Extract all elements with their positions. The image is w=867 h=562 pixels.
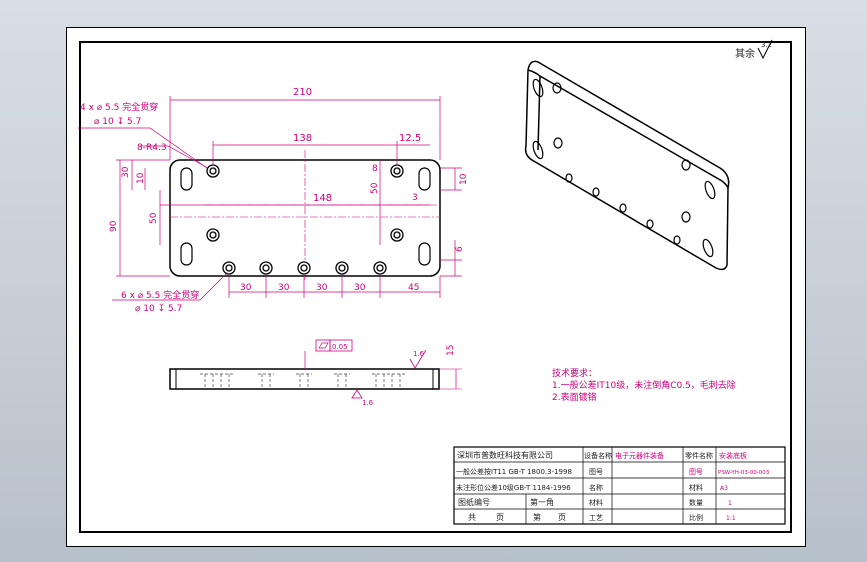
dim-right-3: 3 bbox=[412, 193, 418, 203]
dim-right-6: 6 bbox=[455, 246, 465, 252]
counterbore-holes bbox=[206, 164, 404, 275]
surface-finish-value: 3.2 bbox=[761, 41, 772, 49]
top-view: 210 138 12.5 8-R4.3 148 30 10 50 90 8 50… bbox=[78, 87, 469, 314]
dim-pitch-3: 30 bbox=[316, 283, 328, 293]
tech-requirements: 技术要求： 1.一般公差IT10级，未注倒角C0.5，毛刺去除 2.表面镀铬 bbox=[552, 367, 736, 403]
surface-finish-symbol: 其余 3.2 bbox=[735, 39, 773, 60]
slot-right-top bbox=[418, 167, 431, 191]
front-view: 0.05 15 1.6 1.6 bbox=[169, 339, 462, 407]
tb-std1: 一般公差按IT11 GB-T 1800.3-1998 bbox=[456, 467, 572, 476]
dim-height-30: 30 bbox=[121, 166, 131, 178]
dim-height-50: 50 bbox=[149, 212, 159, 224]
tb-part-drawno-label: 图号 bbox=[689, 468, 703, 476]
dim-thickness: 15 bbox=[446, 345, 456, 356]
hole-note-top-line1: 4 x ⌀ 5.5 完全贯穿 bbox=[80, 101, 158, 113]
tb-page: 页 bbox=[558, 513, 566, 522]
slot-right-bottom bbox=[418, 242, 431, 266]
hole-note-bottom-line2: ⌀ 10 ↧ 5.7 bbox=[135, 304, 182, 314]
hole-note-top-line2: ⌀ 10 ↧ 5.7 bbox=[94, 117, 141, 127]
hole-note-bottom-line1: 6 x ⌀ 5.5 完全贯穿 bbox=[121, 289, 199, 301]
dim-pitch-4: 30 bbox=[354, 283, 366, 293]
dim-right-50: 50 bbox=[370, 182, 380, 194]
tech-req-item-2: 2.表面镀铬 bbox=[552, 391, 597, 403]
tb-scale: 1:1 bbox=[726, 515, 736, 522]
tb-pages: 页 bbox=[496, 513, 504, 522]
roughness-bottom: 1.6 bbox=[362, 399, 374, 407]
inner-border bbox=[79, 41, 792, 533]
isometric-view bbox=[524, 60, 730, 271]
flatness-value: 0.05 bbox=[332, 343, 348, 351]
dim-height-90: 90 bbox=[109, 220, 119, 232]
tb-quantity: 1 bbox=[728, 500, 732, 507]
tb-page-no: 第 bbox=[533, 512, 541, 522]
dim-height-10: 10 bbox=[136, 172, 146, 184]
dim-inner-span: 138 bbox=[293, 133, 312, 144]
tb-part-material: A3 bbox=[720, 485, 728, 492]
tb-part-material-label: 材料 bbox=[689, 483, 703, 492]
dim-pitch-2: 30 bbox=[278, 283, 290, 293]
dim-pitch-1: 30 bbox=[240, 283, 252, 293]
dim-pitch-end: 45 bbox=[408, 283, 419, 293]
tb-total: 共 bbox=[468, 513, 476, 522]
dim-slot-note: 8-R4.3 bbox=[137, 143, 167, 153]
roughness-top-icon bbox=[409, 349, 427, 369]
dim-span-148: 148 bbox=[313, 193, 332, 204]
tb-quantity-label: 数量 bbox=[689, 498, 703, 507]
tb-equipment-value: 电子元器件装备 bbox=[615, 451, 664, 460]
tb-name-label: 名称 bbox=[589, 483, 603, 492]
slot-left-top bbox=[180, 167, 193, 191]
roughness-bottom-icon bbox=[351, 389, 363, 399]
tb-part-name: 安装底板 bbox=[719, 451, 747, 460]
tb-process-label: 工艺 bbox=[589, 514, 603, 522]
surface-finish-label: 其余 bbox=[735, 47, 755, 60]
tb-drawno-label: 图号 bbox=[589, 468, 603, 476]
tb-equipment-label: 设备名称 bbox=[584, 451, 612, 460]
tb-first-angle: 第一角 bbox=[530, 497, 554, 507]
roughness-top: 1.6 bbox=[413, 350, 425, 358]
flatness-icon bbox=[318, 342, 329, 349]
dim-right-10: 10 bbox=[459, 173, 469, 185]
dim-right-8: 8 bbox=[372, 164, 378, 174]
tb-std2: 未注形位公差10级GB-T 1184-1996 bbox=[456, 483, 571, 492]
tb-drawing-number: 图纸编号 bbox=[458, 497, 490, 507]
tb-company: 深圳市普数旺科技有限公司 bbox=[457, 450, 553, 460]
tb-material-label: 材料 bbox=[589, 498, 603, 507]
front-outline bbox=[169, 368, 440, 390]
dim-overall-length: 210 bbox=[293, 87, 312, 98]
slot-left-bottom bbox=[180, 242, 193, 266]
tb-part-drawno: PSW-YH-03-00-003 bbox=[718, 470, 770, 476]
title-block: 深圳市普数旺科技有限公司 一般公差按IT11 GB-T 1800.3-1998 … bbox=[453, 446, 786, 525]
tech-req-item-1: 1.一般公差IT10级，未注倒角C0.5，毛刺去除 bbox=[552, 379, 736, 391]
tb-part-name-label: 零件名称 bbox=[685, 451, 713, 460]
dim-edge-offset: 12.5 bbox=[399, 133, 421, 144]
tb-scale-label: 比例 bbox=[689, 513, 703, 522]
tech-req-title: 技术要求： bbox=[552, 367, 597, 379]
